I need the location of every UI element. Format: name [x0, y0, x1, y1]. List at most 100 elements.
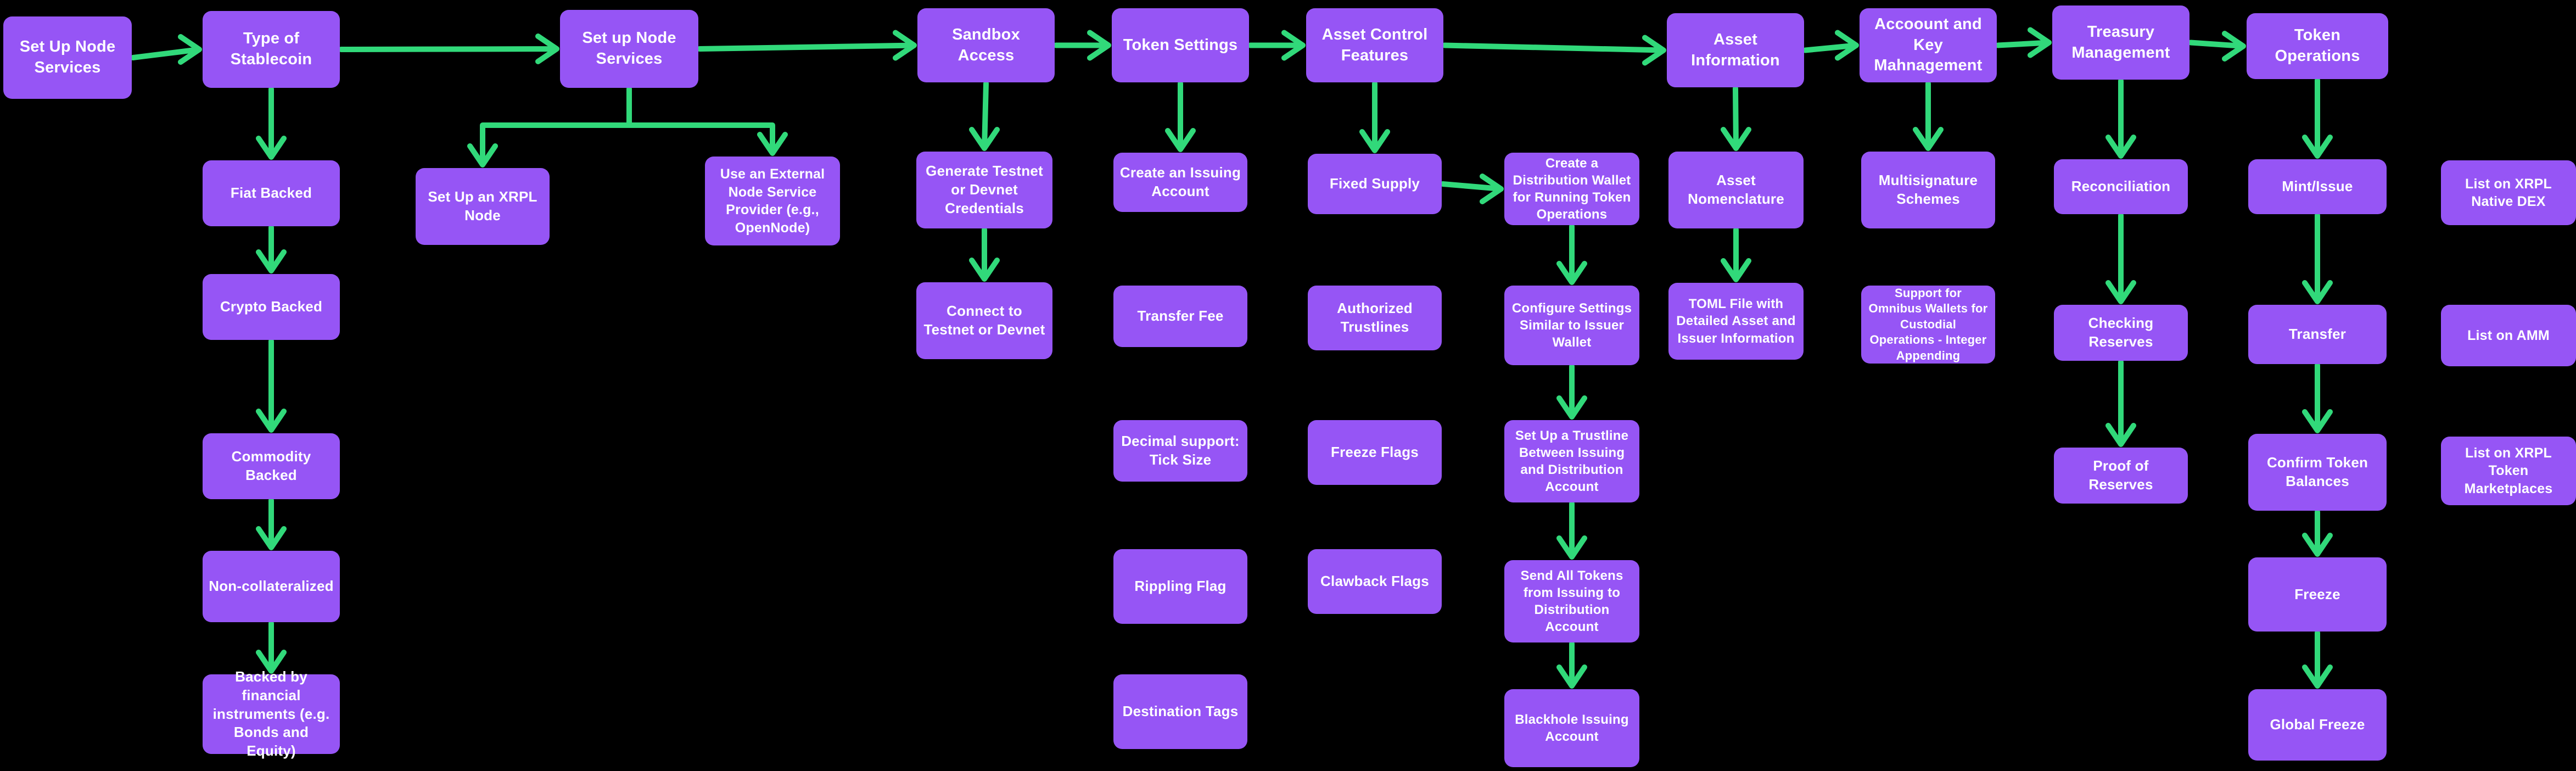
node-label: Asset Control Features [1321, 25, 1428, 64]
edge-asset-information-to-account-and-key-management [1802, 30, 1859, 61]
node-label: Generate Testnet or Devnet Credentials [926, 163, 1043, 216]
edge-configure-settings-issuer-to-set-up-trustline [1556, 364, 1587, 420]
node-create-distribution-wallet: Create a Distribution Wallet for Running… [1504, 153, 1639, 225]
node-list-on-xrpl-token-marketplaces: List on XRPL Token Marketplaces [2441, 437, 2576, 505]
node-use-external-node-provider: Use an External Node Service Provider (e… [705, 157, 840, 245]
edge-create-distribution-wallet-to-configure-settings-issuer [1556, 224, 1587, 285]
node-destination-tags: Destination Tags [1113, 674, 1247, 749]
node-token-operations: Token Operations [2247, 13, 2388, 79]
node-mint-issue: Mint/Issue [2248, 159, 2387, 214]
node-label: Set up Node Services [582, 29, 676, 68]
node-fiat-backed: Fiat Backed [203, 160, 340, 226]
edge-confirm-token-balances-to-freeze [2302, 509, 2333, 557]
edge-set-up-node-services-2-to-sandbox-access [697, 30, 917, 61]
node-label: Destination Tags [1122, 703, 1239, 720]
node-create-issuing-account: Create an Issuing Account [1113, 153, 1247, 212]
node-set-up-an-xrpl-node: Set Up an XRPL Node [416, 168, 550, 245]
node-label: Connect to Testnet or Devnet [923, 303, 1045, 338]
node-token-settings: Token Settings [1112, 8, 1249, 82]
node-label: Configure Settings Similar to Issuer Wal… [1511, 300, 1632, 350]
node-freeze: Freeze [2248, 557, 2387, 632]
edge-mint-issue-to-transfer [2302, 213, 2333, 304]
node-send-all-tokens: Send All Tokens from Issuing to Distribu… [1504, 560, 1639, 642]
node-label: Crypto Backed [220, 298, 323, 315]
node-checking-reserves: Checking Reserves [2054, 305, 2188, 361]
node-label: Reconciliation [2071, 178, 2171, 195]
node-label: Non-collateralized [209, 578, 334, 595]
node-label: TOML File with Detailed Asset and Issuer… [1676, 297, 1796, 346]
node-treasury-management: Treasury Management [2052, 5, 2189, 80]
node-label: List on XRPL Native DEX [2465, 176, 2552, 210]
node-account-and-key-management: Accoount and Key Mahnagement [1860, 8, 1997, 82]
node-label: Fixed Supply [1329, 175, 1420, 192]
node-asset-control-features: Asset Control Features [1306, 8, 1443, 82]
node-crypto-backed: Crypto Backed [203, 274, 340, 340]
edge-checking-reserves-to-proof-of-reserves [2105, 359, 2136, 447]
edge-set-up-node-services-2-to-set-up-an-xrpl-node [467, 86, 632, 167]
edge-type-of-stablecoin-to-set-up-node-services-2 [338, 33, 559, 64]
node-label: List on AMM [2467, 327, 2550, 343]
node-asset-nomenclature: Asset Nomenclature [1668, 152, 1804, 228]
edge-sandbox-access-to-token-settings [1053, 30, 1111, 61]
node-fixed-supply: Fixed Supply [1308, 154, 1442, 214]
node-commodity-backed: Commodity Backed [203, 433, 340, 499]
node-sandbox-access: Sandbox Access [917, 8, 1055, 82]
node-transfer: Transfer [2248, 305, 2387, 364]
edge-set-up-node-services-1-to-type-of-stablecoin [130, 34, 202, 65]
node-label: Type of Stablecoin [230, 30, 312, 68]
edge-account-and-key-management-to-multisignature-schemes [1913, 81, 1944, 151]
node-label: List on XRPL Token Marketplaces [2464, 445, 2553, 496]
node-label: Transfer Fee [1137, 308, 1224, 325]
node-label: Sandbox Access [952, 25, 1020, 64]
node-omnibus-wallet-support: Support for Omnibus Wallets for Custodia… [1861, 286, 1995, 364]
node-label: Send All Tokens from Issuing to Distribu… [1520, 568, 1623, 635]
node-label: Mint/Issue [2282, 178, 2353, 195]
edge-asset-information-to-asset-nomenclature [1721, 86, 1751, 151]
node-label: Global Freeze [2270, 716, 2365, 733]
node-label: Token Operations [2275, 26, 2360, 65]
node-authorized-trustlines: Authorized Trustlines [1308, 286, 1442, 350]
node-toml-file: TOML File with Detailed Asset and Issuer… [1668, 283, 1804, 360]
node-label: Asset Information [1691, 30, 1780, 69]
node-label: Rippling Flag [1134, 578, 1227, 595]
edge-asset-control-features-to-asset-information [1442, 35, 1666, 66]
node-label: Freeze Flags [1331, 444, 1419, 461]
node-multisignature-schemes: Multisignature Schemes [1861, 152, 1995, 228]
node-list-on-amm: List on AMM [2441, 305, 2576, 366]
edge-asset-control-features-to-fixed-supply [1359, 81, 1390, 153]
node-label: Accoount and Key Mahnagement [1874, 15, 1983, 75]
node-reconciliation: Reconciliation [2054, 159, 2188, 214]
node-label: Create an Issuing Account [1119, 164, 1241, 199]
edge-set-up-node-services-2-to-use-external-node-provider [626, 86, 788, 156]
edge-fiat-backed-to-crypto-backed [256, 225, 287, 273]
node-decimal-support-tick-size: Decimal support: Tick Size [1113, 420, 1247, 482]
edge-account-and-key-management-to-treasury-management [1995, 27, 2052, 58]
edge-type-of-stablecoin-to-fiat-backed [256, 86, 287, 160]
node-label: Blackhole Issuing Account [1515, 712, 1629, 744]
node-label: Multisignature Schemes [1878, 172, 1978, 207]
node-type-of-stablecoin: Type of Stablecoin [203, 11, 340, 88]
node-label: Transfer [2288, 326, 2347, 343]
node-clawback-flags: Clawback Flags [1308, 549, 1442, 614]
node-label: Authorized Trustlines [1337, 300, 1413, 335]
node-set-up-node-services-1: Set Up Node Services [3, 16, 132, 99]
node-label: Proof of Reserves [2088, 457, 2153, 493]
node-label: Set Up Node Services [19, 38, 116, 76]
edge-set-up-trustline-to-send-all-tokens [1556, 501, 1587, 560]
node-label: Fiat Backed [230, 185, 312, 202]
node-label: Backed by financial instruments (e.g. Bo… [212, 668, 330, 759]
edge-treasury-management-to-token-operations [2188, 31, 2246, 62]
node-confirm-token-balances: Confirm Token Balances [2248, 434, 2387, 511]
node-rippling-flag: Rippling Flag [1113, 549, 1247, 624]
edge-token-settings-to-asset-control-features [1247, 30, 1306, 61]
node-proof-of-reserves: Proof of Reserves [2054, 448, 2188, 504]
node-backed-by-financial-instruments: Backed by financial instruments (e.g. Bo… [203, 668, 340, 759]
node-label: Asset Nomenclature [1688, 172, 1784, 207]
node-freeze-flags: Freeze Flags [1308, 420, 1442, 485]
node-label: Token Settings [1123, 36, 1238, 54]
node-set-up-node-services-2: Set up Node Services [560, 10, 698, 88]
node-label: Treasury Management [2071, 23, 2170, 62]
node-set-up-trustline: Set Up a Trustline Between Issuing and D… [1504, 420, 1639, 502]
